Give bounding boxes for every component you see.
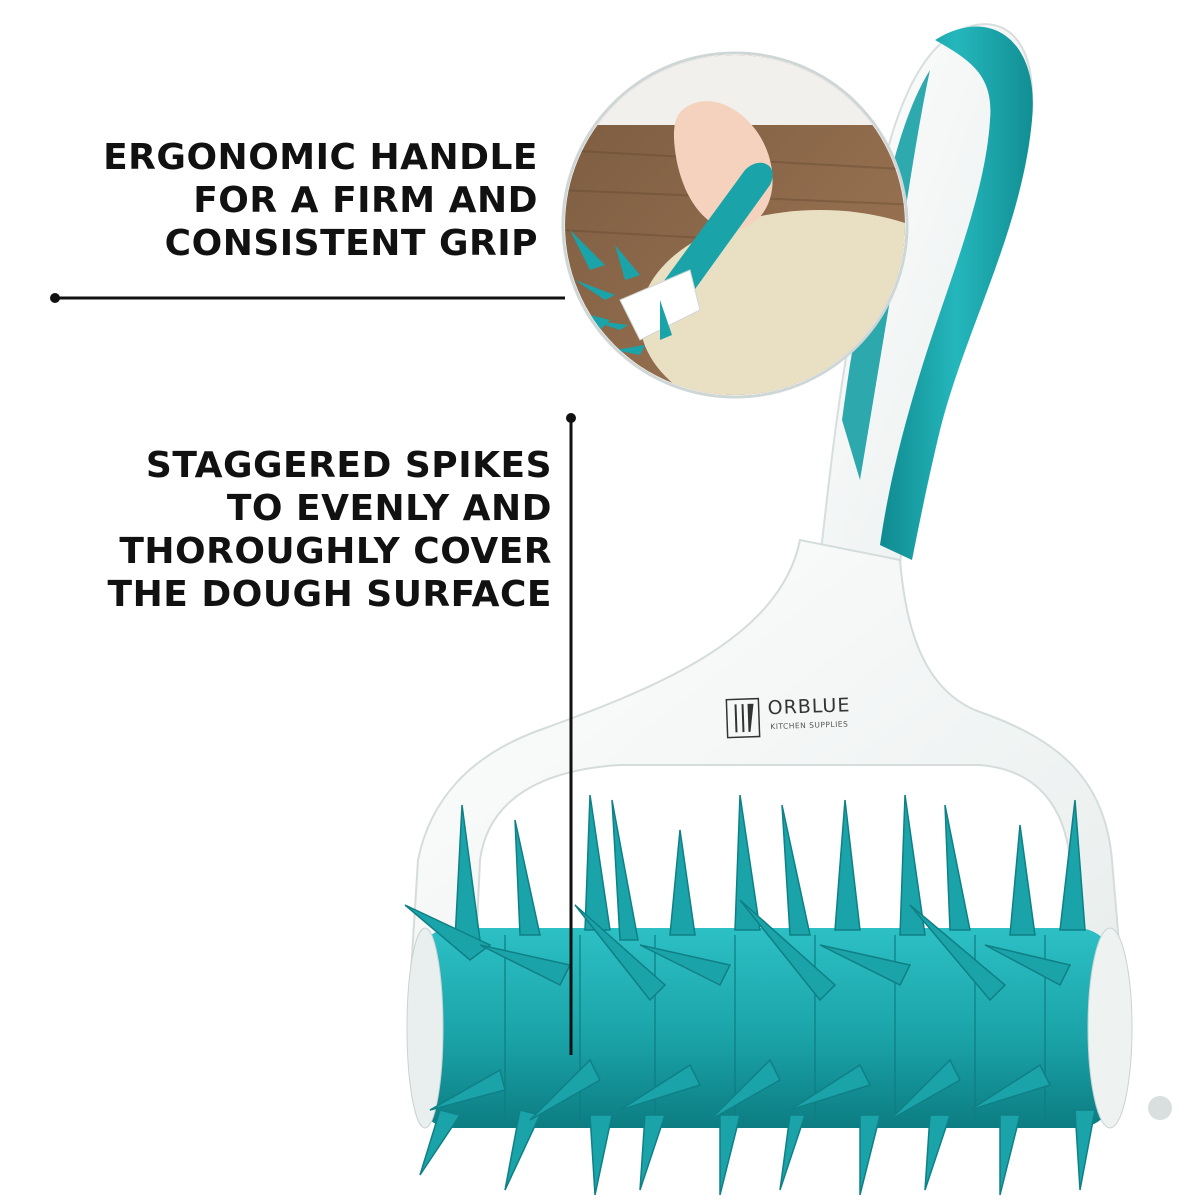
spikes-callout: STAGGERED SPIKES TO EVENLY AND THOROUGHL… [108,444,552,616]
spikes [404,794,1096,1196]
utensils-icon [725,697,761,739]
usage-inset-image [561,51,909,399]
handle-callout-line-3: CONSISTENT GRIP [164,223,538,264]
spikes-callout-line-3: THOROUGHLY COVER [119,531,552,572]
spikes-callout-line-1: STAGGERED SPIKES [145,445,552,486]
brand-name: ORBLUE [767,694,851,720]
brand-logo: ORBLUE KITCHEN SUPPLIES [721,689,885,745]
spikes-callout-line-4: THE DOUGH SURFACE [107,574,552,615]
callout-lines [50,293,576,1055]
roller-frame [406,538,1130,1094]
handle-callout: ERGONOMIC HANDLE FOR A FIRM AND CONSISTE… [103,136,538,265]
handle-callout-line-2: FOR A FIRM AND [193,180,538,221]
brand-tagline: KITCHEN SUPPLIES [770,719,849,732]
spikes-callout-line-2: TO EVENLY AND [226,488,552,529]
handle-callout-line-1: ERGONOMIC HANDLE [103,137,538,178]
